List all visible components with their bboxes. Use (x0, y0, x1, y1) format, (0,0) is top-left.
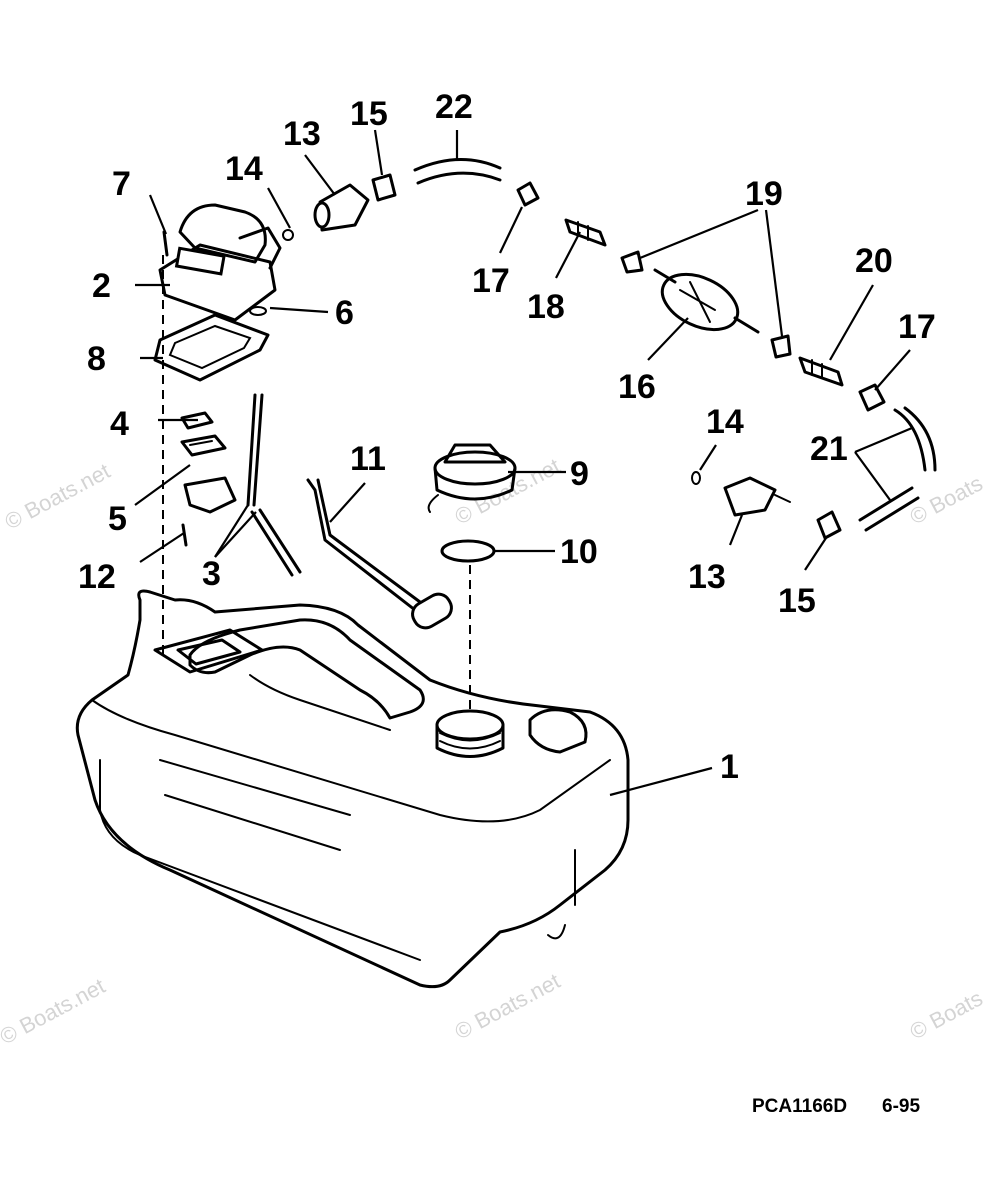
reference-code: PCA1166D (752, 1096, 847, 1117)
part-clamp-19-right (770, 334, 792, 359)
part-connector-lower (723, 476, 791, 517)
callout-5: 5 (108, 500, 127, 538)
part-screw-12 (181, 523, 188, 547)
part-o-ring-upper (282, 229, 294, 241)
callout-11: 11 (350, 440, 386, 478)
callout-7: 7 (112, 165, 131, 203)
callout-15: 15 (350, 95, 388, 133)
callout-10: 10 (560, 533, 598, 571)
part-hose-21 (858, 406, 937, 532)
part-sender-body (158, 203, 282, 322)
part-o-ring-lower (691, 471, 701, 485)
part-fuel-cap (427, 443, 517, 513)
callout-4: 4 (110, 405, 129, 443)
callout-15-lower: 15 (778, 582, 816, 620)
callout-19: 19 (745, 175, 783, 213)
part-seal-ring (440, 539, 496, 563)
part-clamp-17-right (858, 383, 886, 412)
callout-1: 1 (720, 748, 739, 786)
leader-lines (134, 129, 913, 797)
callout-labels: 1 2 3 4 5 6 7 8 9 10 11 12 13 14 15 16 1… (78, 88, 936, 786)
callout-9: 9 (570, 455, 589, 493)
callout-16: 16 (618, 368, 656, 406)
callout-12: 12 (78, 558, 116, 596)
watermark: © Boats.net (0, 973, 109, 1049)
part-clamp-17-upper (516, 181, 540, 207)
callout-17: 17 (472, 262, 510, 300)
callout-20: 20 (855, 242, 893, 280)
callout-21: 21 (810, 430, 848, 468)
part-clamp-upper (371, 173, 397, 202)
part-primer-bulb (653, 268, 760, 334)
callout-3: 3 (202, 555, 221, 593)
callout-17-right: 17 (898, 308, 936, 346)
callout-6: 6 (335, 294, 354, 332)
callout-2: 2 (92, 267, 111, 305)
callout-8: 8 (87, 340, 106, 378)
watermark: © Boats.net (451, 968, 565, 1044)
part-connector-upper (313, 183, 370, 232)
callout-18: 18 (527, 288, 565, 326)
part-float-arm (306, 478, 453, 630)
part-fitting-20 (798, 356, 844, 387)
watermark: © Boats.net (906, 968, 983, 1044)
part-fitting-18 (564, 218, 607, 247)
revision-date: 6-95 (882, 1096, 920, 1117)
part-hose-22 (413, 158, 502, 185)
callout-22: 22 (435, 88, 473, 126)
part-gasket (153, 313, 270, 382)
part-screw-7 (162, 230, 169, 257)
part-clamp-lower (816, 510, 842, 540)
part-4 (180, 411, 214, 430)
part-bracket (183, 476, 237, 514)
part-pickup-tube (246, 393, 302, 577)
callout-14: 14 (225, 150, 263, 188)
callout-13: 13 (283, 115, 321, 153)
watermark: © Boats.net (906, 453, 983, 529)
part-clamp-19-left (620, 250, 644, 274)
watermark: © Boats.net (1, 458, 115, 534)
callout-14-lower: 14 (706, 403, 744, 441)
callout-13-lower: 13 (688, 558, 726, 596)
part-fuel-tank (75, 589, 630, 989)
part-5 (180, 434, 227, 457)
part-o-ring-6 (249, 306, 267, 316)
